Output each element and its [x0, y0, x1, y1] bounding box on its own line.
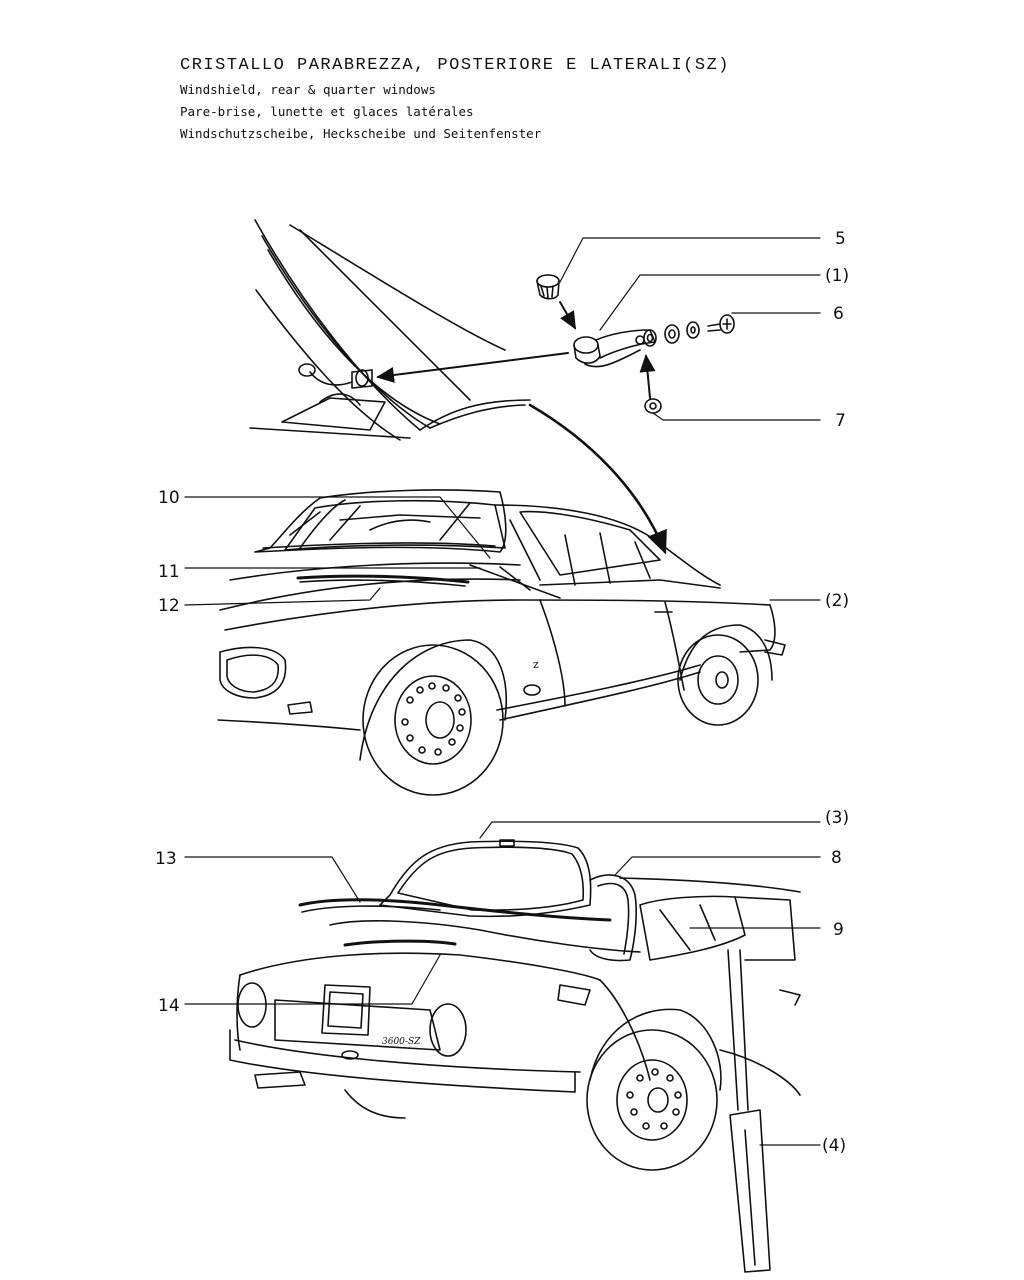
- car-rear-view: 3600-SZ: [229, 839, 801, 1273]
- windshield-corner-detail: [249, 219, 531, 441]
- callout-2: (2): [825, 591, 849, 611]
- callout-1: (1): [825, 266, 849, 286]
- leader-lines: [184, 237, 821, 1146]
- part-7-clip: [644, 398, 662, 414]
- callout-8: 8: [831, 848, 842, 868]
- z-emblem: z: [533, 658, 539, 671]
- callout-13: 13: [155, 849, 177, 869]
- callout-5: 5: [835, 229, 846, 249]
- arrow-to-mount: [376, 352, 569, 383]
- callout-7: 7: [835, 411, 846, 431]
- title-block: CRISTALLO PARABREZZA, POSTERIORE E LATER…: [180, 56, 730, 145]
- callout-11: 11: [158, 562, 180, 582]
- callout-3: (3): [825, 808, 849, 828]
- callout-6: 6: [833, 304, 844, 324]
- arrow-curve-to-car: [528, 403, 667, 555]
- callout-4: (4): [822, 1136, 846, 1156]
- callout-9: 9: [833, 920, 844, 940]
- title-italian: CRISTALLO PARABREZZA, POSTERIORE E LATER…: [180, 56, 730, 75]
- arrow-cap-down: [559, 301, 576, 330]
- arrow-clip-up: [639, 354, 656, 399]
- title-french: Pare-brise, lunette et glaces latérales: [180, 104, 474, 119]
- callout-14: 14: [158, 996, 180, 1016]
- part-5-cap: [536, 274, 560, 300]
- title-german: Windschutzscheibe, Heckscheibe und Seite…: [180, 126, 542, 141]
- callout-10: 10: [158, 488, 180, 508]
- callout-12: 12: [158, 596, 180, 616]
- model-badge: 3600-SZ: [382, 1037, 421, 1047]
- part-6-hardware: [643, 314, 735, 347]
- part-1-bracket: [573, 329, 656, 368]
- title-english: Windshield, rear & quarter windows: [180, 82, 436, 97]
- car-front-view: z: [217, 489, 786, 796]
